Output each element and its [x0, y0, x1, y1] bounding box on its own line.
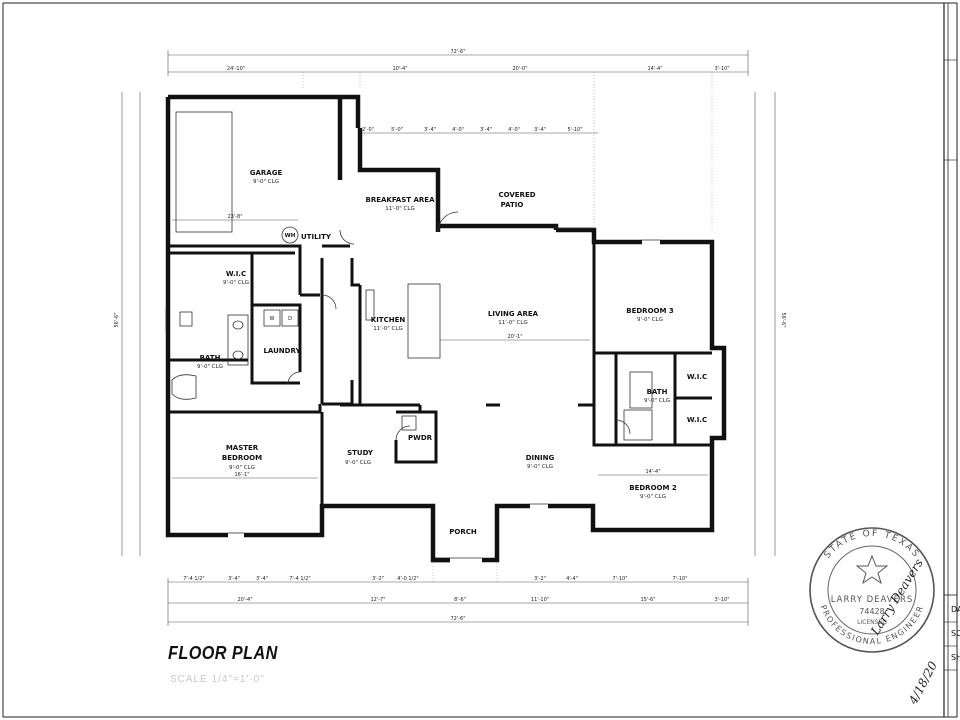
room-wic-master: W.I.C [226, 270, 246, 278]
dim-bot-2: 12'-7" [370, 597, 385, 603]
dim-bot-4: 11'-10" [531, 597, 549, 603]
fixtures: WH W D [171, 111, 653, 441]
doors-windows [165, 211, 660, 559]
room-bedroom2-clg: 9'-0" CLG [640, 494, 666, 500]
dim-bot2-9: 7'-10" [612, 576, 627, 582]
dim-top-4: 14'-4" [647, 66, 662, 72]
dim-garage-width: 23'-8" [227, 214, 242, 220]
room-bedroom3: BEDROOM 3 [626, 307, 674, 315]
room-pwdr: PWDR [408, 434, 433, 442]
dim-bot2-3: 3'-4" [256, 576, 268, 582]
room-porch: PORCH [449, 528, 477, 536]
room-wic-master-clg: 9'-0" CLG [223, 280, 249, 286]
room-master: MASTER [226, 444, 259, 452]
dryer-label: D [288, 316, 292, 322]
dim-overall-bottom: 72'-6" [450, 616, 465, 622]
dim-master-width: 16'-1" [234, 472, 249, 478]
exterior-walls [165, 94, 727, 563]
dim-bot2-8: 4'-4" [566, 576, 578, 582]
room-dining-clg: 9'-0" CLG [527, 464, 553, 470]
room-bath-2: BATH [647, 388, 668, 396]
dim-overall-top: 72'-6" [450, 49, 465, 55]
room-living: LIVING AREA [488, 310, 539, 318]
room-master-2: BEDROOM [222, 454, 262, 462]
seal-star-icon [855, 554, 889, 585]
room-breakfast: BREAKFAST AREA [365, 196, 435, 204]
drawing-scale: SCALE 1/4"=1'-0" [170, 674, 265, 685]
dim-bot2-7: 3'-2" [534, 576, 546, 582]
engineer-seal: STATE OF TEXAS PROFESSIONAL ENGINEER LAR… [809, 527, 935, 653]
room-covered-patio-2: PATIO [501, 201, 524, 209]
room-covered-patio: COVERED [498, 191, 535, 199]
room-bath-master: BATH [200, 354, 221, 362]
dim-bot2-5: 3'-2" [372, 576, 384, 582]
title-block-label-scale: SC [951, 629, 960, 638]
dim-top-3: 20'-0" [512, 66, 527, 72]
room-master-clg: 9'-0" CLG [229, 465, 255, 471]
seal-number: 74428 [859, 607, 884, 616]
seal-name: LARRY DEAVERS [831, 595, 914, 605]
title-block-label-sheet: SH [951, 653, 960, 662]
room-bath-2-clg: 9'-0" CLG [644, 398, 670, 404]
dim-patio-6: 4'-0" [508, 127, 520, 133]
room-kitchen: KITCHEN [371, 316, 406, 324]
dim-bot-1: 20'-4" [237, 597, 252, 603]
room-bedroom3-clg: 9'-0" CLG [637, 317, 663, 323]
dim-bot2-4: 7'-4 1/2" [289, 576, 310, 582]
dim-bot-6: 3'-10" [714, 597, 729, 603]
dim-patio-4: 4'-0" [452, 127, 464, 133]
dim-patio-1: 2'-0" [362, 127, 374, 133]
dim-patio-8: 5'-10" [567, 127, 582, 133]
room-kitchen-clg: 11'-0" CLG [373, 326, 402, 332]
room-garage: GARAGE [250, 169, 283, 177]
room-dims: 23'-8" 20'-1" 16'-1" 14'-4" [172, 214, 708, 479]
water-heater-symbol [281, 226, 299, 244]
title-block-label-date: DA [951, 605, 960, 614]
title-block: DA SC SH [943, 3, 960, 717]
room-dining: DINING [526, 454, 555, 462]
dim-bot2-10: 7'-10" [672, 576, 687, 582]
dim-top-1: 24'-10" [227, 66, 245, 72]
room-bedroom2: BEDROOM 2 [629, 484, 677, 492]
dim-bed2-width: 14'-4" [645, 469, 660, 475]
dim-top-2: 10'-4" [392, 66, 407, 72]
dim-overall-right: 56'-6" [780, 312, 786, 327]
drawing-title: FLOOR PLAN [168, 643, 278, 663]
room-utility: UTILITY [301, 233, 332, 241]
dim-overall-left: 56'-6" [114, 312, 120, 327]
dim-patio-2: 5'-0" [391, 127, 403, 133]
room-labels: GARAGE 9'-0" CLG BREAKFAST AREA 11'-0" C… [197, 169, 707, 536]
dim-bot2-1: 7'-4 1/2" [183, 576, 204, 582]
dim-patio-5: 3'-4" [480, 127, 492, 133]
room-breakfast-clg: 11'-0" CLG [385, 206, 414, 212]
room-study-clg: 9'-0" CLG [345, 460, 371, 466]
room-laundry: LAUNDRY [263, 347, 301, 355]
dim-patio-3: 3'-4" [424, 127, 436, 133]
dim-bot2-6: 4'-0 1/2" [397, 576, 418, 582]
dimension-lines: 72'-6" 24'-10" 10'-4" 20'-0" 14'-4" 3'-1… [114, 49, 786, 626]
interior-walls [168, 242, 712, 506]
dim-bot-3: 8'-6" [454, 597, 466, 603]
dim-living-width: 20'-1" [507, 334, 522, 340]
water-heater-label: WH [285, 233, 296, 239]
room-garage-clg: 9'-0" CLG [253, 179, 279, 185]
dim-top-5: 3'-10" [714, 66, 729, 72]
dim-bot-5: 15'-6" [640, 597, 655, 603]
room-wic-b3: W.I.C [687, 373, 707, 381]
washer-label: W [270, 316, 275, 322]
room-bath-master-clg: 9'-0" CLG [197, 364, 223, 370]
room-living-clg: 11'-0" CLG [498, 320, 527, 326]
seal-licensed: LICENSED [857, 619, 887, 626]
room-wic-b2: W.I.C [687, 416, 707, 424]
room-study: STUDY [347, 449, 374, 457]
dim-bot2-2: 3'-4" [228, 576, 240, 582]
dim-patio-7: 3'-4" [534, 127, 546, 133]
